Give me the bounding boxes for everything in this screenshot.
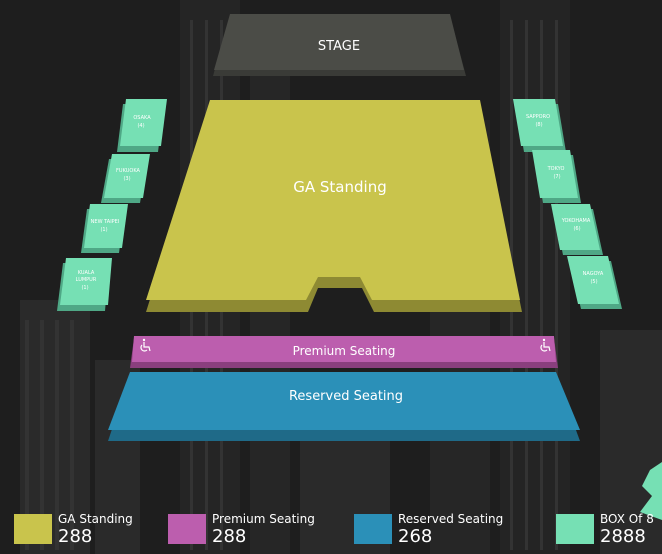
box-yokohama-name: YOKOHAMA: [561, 218, 591, 224]
wheelchair-icon: [540, 338, 551, 352]
box-sapporo-number: (8): [535, 122, 542, 128]
box-fukuoka-name: FUKUOKA: [116, 168, 140, 174]
legend-label: BOX Of 8: [600, 512, 654, 526]
box-new-taipei[interactable]: NEW TAIPEI (1): [81, 204, 128, 253]
legend-value: 268: [398, 526, 433, 547]
box-tokyo-name: TOKYO: [547, 166, 565, 172]
decorative-splash: [640, 462, 662, 520]
box-kuala-lumpur-name-2: LUMPUR: [76, 277, 97, 283]
wheelchair-icon: [140, 338, 151, 352]
legend-label: Reserved Seating: [398, 512, 504, 526]
premium-seating-label: Premium Seating: [293, 344, 396, 358]
legend-swatch-reserved: [354, 514, 392, 544]
ga-standing-section[interactable]: GA Standing: [146, 100, 522, 312]
box-fukuoka[interactable]: FUKUOKA (3): [101, 154, 150, 203]
box-nagoya-name: NAGOYA: [583, 271, 604, 277]
box-osaka[interactable]: OSAKA (4): [117, 99, 167, 152]
reserved-seating-label: Reserved Seating: [289, 389, 403, 404]
box-kuala-lumpur[interactable]: KUALA LUMPUR (1): [57, 258, 112, 311]
legend-label: Premium Seating: [212, 512, 315, 526]
box-sapporo[interactable]: SAPPORO (8): [513, 99, 566, 152]
box-fukuoka-number: (3): [123, 176, 130, 182]
premium-seating-section[interactable]: Premium Seating: [130, 336, 558, 368]
legend-value: 288: [58, 526, 93, 547]
reserved-seating-section[interactable]: Reserved Seating: [108, 372, 580, 441]
legend-swatch-ga: [14, 514, 52, 544]
box-nagoya[interactable]: NAGOYA (5): [567, 256, 622, 309]
legend-swatch-premium: [168, 514, 206, 544]
stage: STAGE: [213, 14, 466, 76]
legend-value: 2888: [600, 526, 646, 547]
legend-label: GA Standing: [58, 512, 133, 526]
box-kuala-lumpur-name-1: KUALA: [78, 270, 95, 276]
box-tokyo-number: (7): [553, 174, 560, 180]
box-yokohama-number: (6): [573, 226, 580, 232]
stage-label: STAGE: [318, 39, 360, 54]
box-new-taipei-number: (1): [100, 227, 107, 233]
box-nagoya-number: (5): [590, 279, 597, 285]
box-osaka-name: OSAKA: [133, 115, 151, 121]
legend-value: 288: [212, 526, 247, 547]
box-osaka-number: (4): [137, 123, 144, 129]
box-kuala-lumpur-number: (1): [81, 285, 88, 291]
legend-swatch-box: [556, 514, 594, 544]
box-yokohama[interactable]: YOKOHAMA (6): [551, 204, 603, 255]
box-sapporo-name: SAPPORO: [526, 114, 550, 120]
box-tokyo[interactable]: TOKYO (7): [532, 150, 581, 203]
box-new-taipei-name: NEW TAIPEI: [91, 219, 120, 225]
ga-standing-label: GA Standing: [293, 178, 386, 196]
